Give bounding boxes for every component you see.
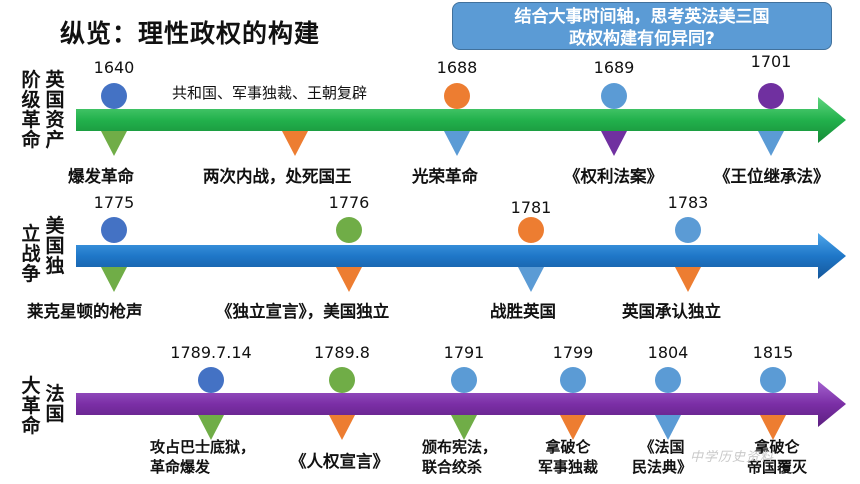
row1-event-3: 光荣革命 [412,167,478,186]
row3-event-3-line-2: 联合绞杀 [422,458,483,476]
row3-year-4: 1799 [552,343,594,362]
row3-event-5-line-2: 民法典》 [632,458,693,476]
row1-marker-4 [758,83,784,109]
row1-pointer-4 [601,131,627,156]
row2-marker-3 [518,217,544,243]
row3-year-1: 1789.7.14 [170,343,252,362]
row3-event-2: 《人权宣言》 [290,452,389,471]
row3-marker-3 [451,367,477,393]
row3-event-1-line-1: 攻占巴士底狱， [150,438,256,456]
row1-event-2: 两次内战，处死国王 [203,167,352,186]
row2-pointer-2 [336,267,362,292]
row3-event-3: 颁布宪法， 联合绞杀 [422,437,497,477]
row1-pointer-3 [444,131,470,156]
row3-label-col1: 大革命 [21,375,41,437]
row3-event-1: 攻占巴士底狱， 革命爆发 [150,437,255,477]
row2-marker-2 [336,217,362,243]
row3-year-3: 1791 [443,343,485,362]
row3-event-4: 拿破仑 军事独裁 [538,437,598,477]
row1-pointer-2 [282,131,308,156]
row2-event-1: 莱克星顿的枪声 [27,302,143,321]
row2-label-col1: 立战争 [21,223,41,285]
row3-year-6: 1815 [752,343,794,362]
row1-year-2: 1688 [436,58,478,77]
row3-year-2: 1789.8 [314,343,370,362]
row1-note: 共和国、军事独裁、王朝复辟 [172,84,368,102]
row2-label-col2: 美国独 [45,215,65,277]
row1-pointer-1 [101,131,127,156]
row2-event-4: 英国承认独立 [622,302,721,321]
row3-marker-6 [760,367,786,393]
row3-event-5: 《法国 民法典》 [632,437,692,477]
row1-marker-2 [444,83,470,109]
row2-year-3: 1781 [510,198,552,217]
question-line-2: 政权构建有何异同? [569,29,715,49]
row3-event-6: 拿破仑 帝国覆灭 [747,437,807,477]
row1-event-4: 《权利法案》 [564,167,663,186]
row2-pointer-3 [518,267,544,292]
row3-event-6-line-1: 拿破仑 [754,438,800,456]
question-line-1: 结合大事时间轴，思考英法美三国 [514,7,770,27]
row3-marker-1 [198,367,224,393]
row1-pointer-5 [758,131,784,156]
row1-marker-3 [601,83,627,109]
row1-year-4: 1701 [750,52,792,71]
row2-arrow-bar [76,233,846,279]
row2-marker-4 [675,217,701,243]
row3-label-col2: 法国 [45,383,65,425]
row1-event-1: 爆发革命 [68,167,134,186]
row1-year-1: 1640 [93,58,135,77]
row3-pointer-2 [329,415,355,440]
row2-pointer-1 [101,267,127,292]
row3-event-4-line-1: 拿破仑 [545,438,591,456]
row2-marker-1 [101,217,127,243]
row3-marker-2 [329,367,355,393]
row3-event-6-line-2: 帝国覆灭 [747,458,808,476]
page-title: 纵览：理性政权的构建 [60,19,321,48]
row2-pointer-4 [675,267,701,292]
row3-pointer-1 [198,415,224,440]
row2-event-2: 《独立宣言》，美国独立 [216,302,390,321]
row1-arrow-bar [76,97,846,143]
row3-marker-4 [560,367,586,393]
row3-pointer-4 [560,415,586,440]
row3-pointer-5 [655,415,681,440]
row1-label-col1: 阶级革命 [21,69,41,151]
row2-event-3: 战胜英国 [490,302,556,321]
row3-event-5-line-1: 《法国 [639,438,685,456]
row3-event-3-line-1: 颁布宪法， [422,438,498,456]
row3-pointer-3 [451,415,477,440]
row2-year-1: 1775 [93,193,135,212]
row3-event-4-line-2: 军事独裁 [538,458,599,476]
row3-arrow-bar [76,381,846,427]
question-box: 结合大事时间轴，思考英法美三国 政权构建有何异同? [452,2,832,50]
row1-label-col2: 英国资产 [45,69,65,151]
row3-event-1-line-2: 革命爆发 [150,458,211,476]
row1-marker-1 [101,83,127,109]
row1-year-3: 1689 [593,58,635,77]
row3-pointer-6 [760,415,786,440]
row2-year-4: 1783 [667,193,709,212]
row3-marker-5 [655,367,681,393]
row1-event-5: 《王位继承法》 [714,167,830,186]
row2-year-2: 1776 [328,193,370,212]
watermark: 中学历史资料 [690,450,775,465]
row3-year-5: 1804 [647,343,689,362]
